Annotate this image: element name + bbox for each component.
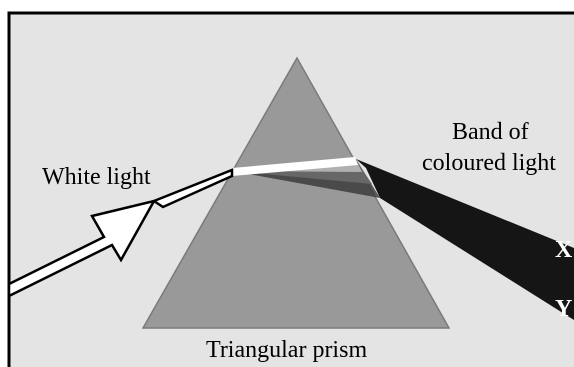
refracted-white-beam: [232, 157, 358, 176]
ray-y-label: Y: [555, 296, 573, 322]
ray-x-label: X: [555, 237, 573, 263]
coloured-light-band: [356, 159, 574, 320]
white-light-beam: [151, 168, 234, 209]
band-label-line1: Band of: [452, 119, 529, 145]
white-light-label: White light: [42, 164, 151, 190]
white-light-arrow: [7, 199, 157, 299]
band-label-line2: coloured light: [422, 150, 556, 176]
prism-label: Triangular prism: [206, 337, 368, 363]
